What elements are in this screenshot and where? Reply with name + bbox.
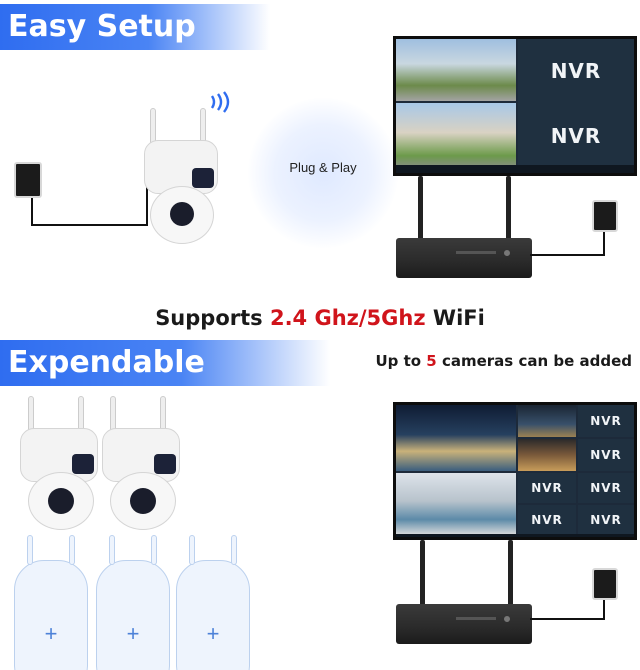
- camera-lens: [192, 168, 214, 188]
- camera-feed: [518, 439, 576, 471]
- nvr-tile: NVR: [578, 439, 634, 471]
- cameras-caption: Up to 5 cameras can be added: [375, 352, 632, 370]
- antenna: [420, 540, 425, 606]
- monitor: NVR NVR: [393, 36, 637, 176]
- camera-placeholder: +: [176, 535, 250, 670]
- antenna: [508, 540, 513, 606]
- headline-highlight: 2.4 Ghz/5Ghz: [269, 306, 426, 330]
- nvr-tile: NVR: [578, 405, 634, 437]
- camera-feed: [396, 405, 516, 471]
- security-camera: [6, 394, 106, 530]
- nvr-slot: [456, 251, 496, 254]
- power-adapter: [592, 568, 618, 600]
- cable: [31, 224, 147, 226]
- cable: [603, 596, 605, 620]
- antenna: [27, 535, 33, 565]
- plug-and-play-glow: [248, 98, 398, 248]
- cable: [530, 618, 604, 620]
- expendable-banner: Expendable: [0, 340, 330, 386]
- camera-lens: [72, 454, 94, 474]
- status-bar: [396, 534, 634, 537]
- cable: [603, 228, 605, 256]
- camera-lens: [170, 202, 194, 226]
- status-bar: [396, 165, 634, 173]
- antenna: [151, 535, 157, 565]
- antenna: [109, 535, 115, 565]
- nvr-tile: NVR: [518, 103, 634, 169]
- security-camera: [126, 104, 236, 244]
- antenna: [418, 176, 423, 240]
- plus-icon: +: [126, 621, 140, 646]
- headline-prefix: Supports: [155, 306, 270, 330]
- camera-lens: [154, 454, 176, 474]
- nvr-tile: NVR: [518, 39, 634, 103]
- nvr-led: [504, 250, 510, 256]
- cable: [31, 198, 33, 226]
- nvr-tile: NVR: [578, 505, 634, 535]
- camera-lens: [130, 488, 156, 514]
- camera-feed: [396, 39, 516, 101]
- nvr-recorder: [396, 604, 532, 644]
- camera-feed: [396, 103, 516, 169]
- plug-and-play-label: Plug & Play: [289, 160, 357, 175]
- easy-setup-banner: Easy Setup: [0, 4, 270, 50]
- antenna: [231, 535, 237, 565]
- camera-feed: [518, 405, 576, 437]
- camera-placeholder: +: [14, 535, 88, 670]
- headline-suffix: WiFi: [425, 306, 485, 330]
- nvr-tile: NVR: [578, 473, 634, 503]
- camera-feed: [396, 473, 516, 535]
- wifi-support-headline: Supports 2.4 Ghz/5Ghz WiFi: [0, 306, 640, 330]
- antenna: [506, 176, 511, 240]
- nvr-tile: NVR: [518, 505, 576, 535]
- power-adapter: [14, 162, 42, 198]
- monitor: NVR NVR NVR NVR NVR NVR: [393, 402, 637, 540]
- caption-highlight: 5: [426, 352, 437, 370]
- plus-icon: +: [206, 621, 220, 646]
- caption-suffix: cameras can be added: [436, 352, 632, 370]
- camera-lens: [48, 488, 74, 514]
- nvr-recorder: [396, 238, 532, 278]
- power-adapter: [592, 200, 618, 232]
- camera-placeholder: +: [96, 535, 170, 670]
- nvr-slot: [456, 617, 496, 620]
- nvr-led: [504, 616, 510, 622]
- antenna: [189, 535, 195, 565]
- security-camera: [88, 394, 188, 530]
- antenna: [69, 535, 75, 565]
- caption-prefix: Up to: [375, 352, 427, 370]
- nvr-tile: NVR: [518, 473, 576, 503]
- cable: [530, 254, 604, 256]
- wifi-icon: [210, 91, 230, 113]
- plus-icon: +: [44, 621, 58, 646]
